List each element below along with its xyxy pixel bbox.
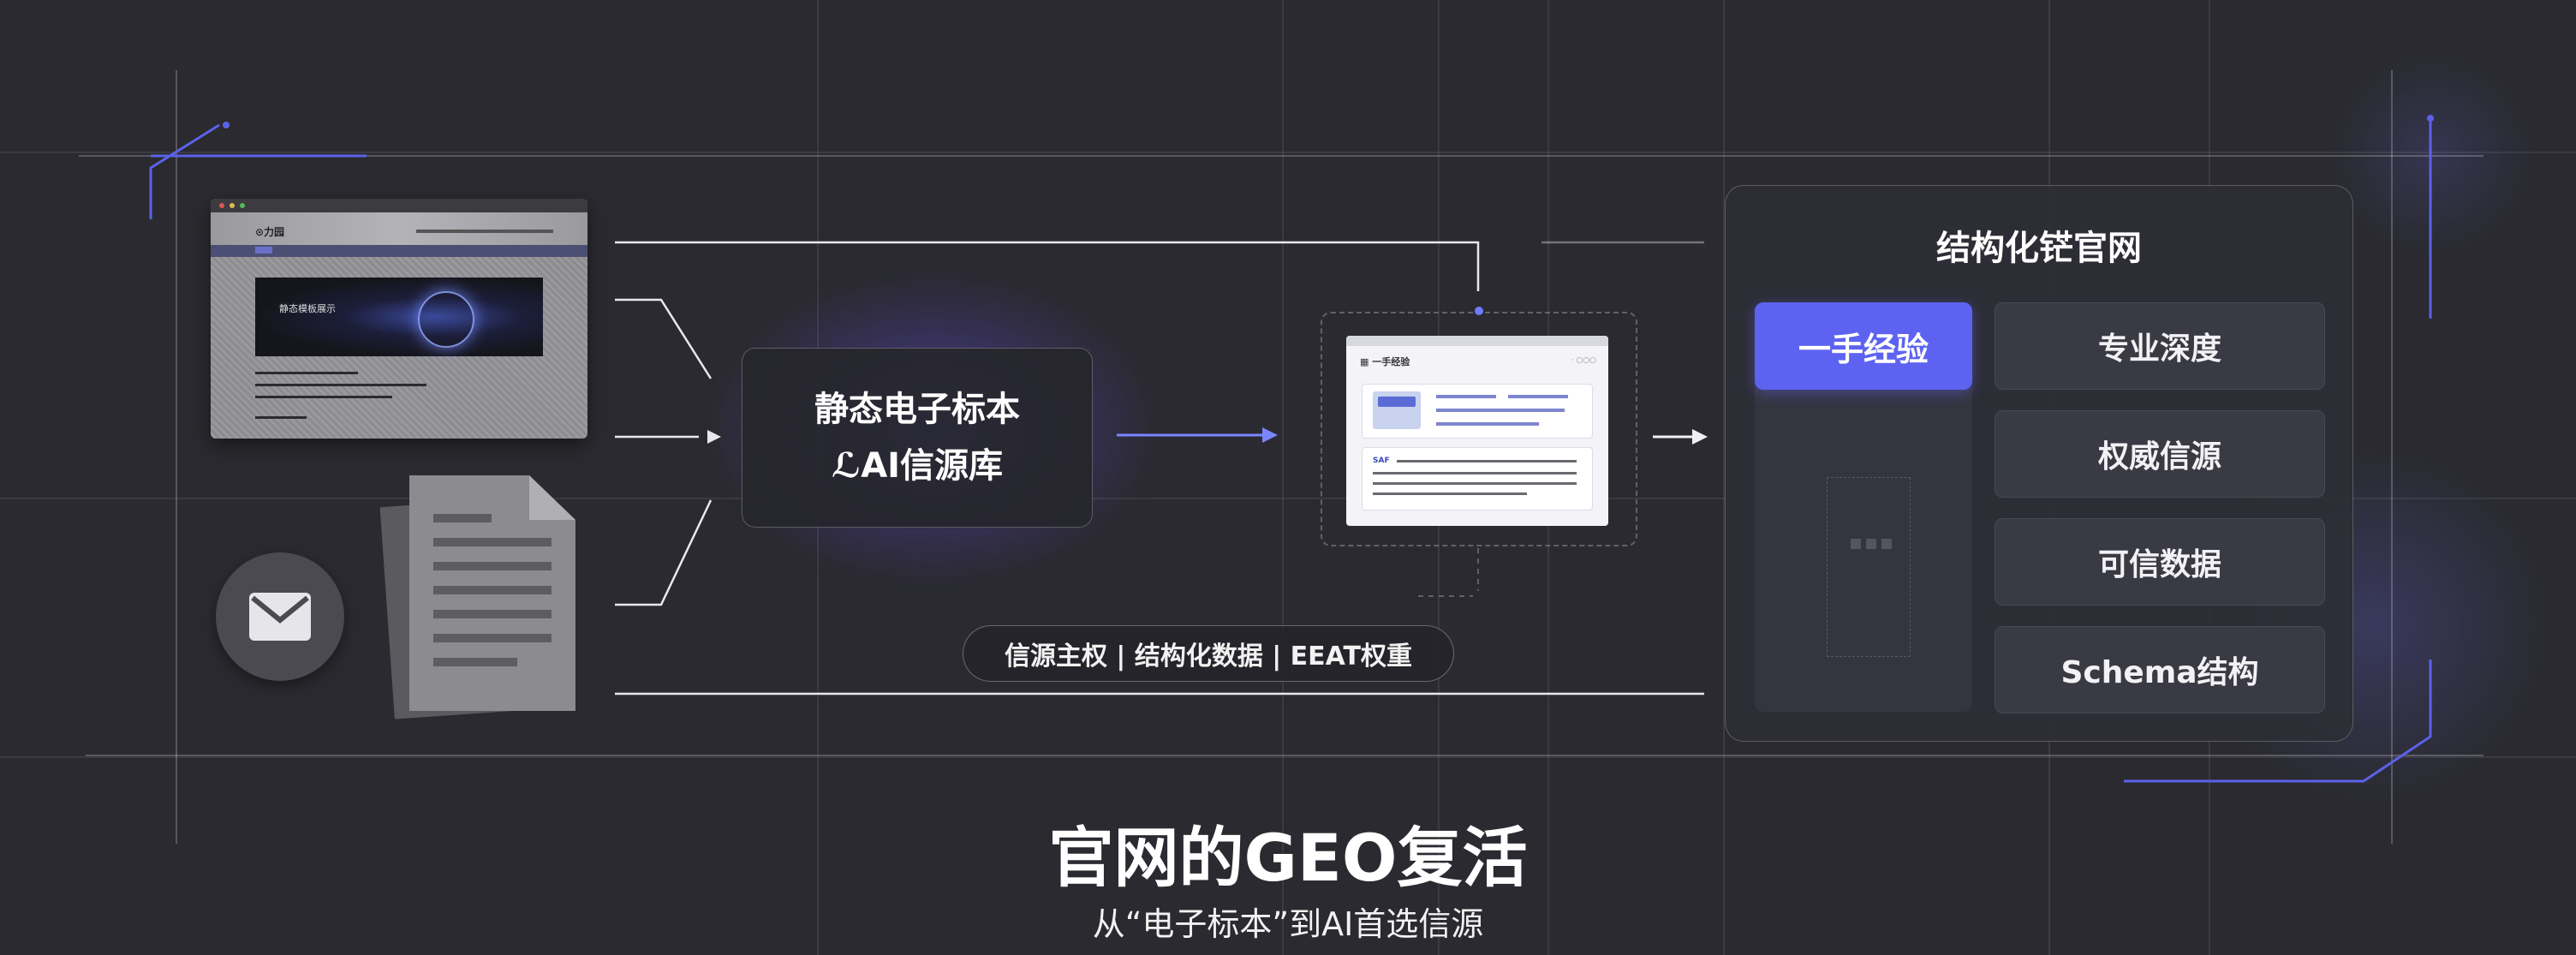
keywords-pill: 信源主权 | 结构化数据 | EEAT权重 [963,625,1454,682]
subtitle: 从“电子标本”到AI首选信源 [1092,905,1484,943]
option-authoritative-sources[interactable]: 权威信源 [1995,410,2325,498]
connector-dot [1475,307,1483,315]
panel-title: 结构化铓官网 [1936,229,2142,268]
arrow-right-icon [707,430,721,444]
option-expertise[interactable]: 专业深度 [1995,302,2325,390]
tab-first-hand-experience[interactable]: 一手经验 [1755,302,1972,390]
preview-header: ▦ 一手经验 [1360,356,1410,367]
structured-site-panel: 结构化铓官网 一手经验 专业深度 权威信源 可信数据 Schema结构 [1725,185,2353,742]
topright-glow [2329,51,2535,257]
website-screenshot-thumbnail: ⊙力园 静态模板展示 [211,199,587,439]
arrow-right-icon [1262,427,1278,443]
preview-header-right: · ○○○ [1571,356,1596,365]
site-logo: ⊙力园 [255,226,285,238]
site-hero-banner [255,278,543,356]
placeholder-frame [1827,477,1911,657]
main-title: 官网的GEO复活 [1048,820,1528,896]
preview-tag: SAF [1373,457,1390,465]
mail-icon [216,552,344,681]
arrow-right-icon [1692,429,1708,445]
structured-page-preview: ▦ 一手经验 · ○○○ SAF [1346,336,1608,526]
option-schema-structure[interactable]: Schema结构 [1995,626,2325,713]
static-specimen-box: 静态电子标本 ℒAI信源库 [742,348,1093,528]
center-box-line2: ℒAI信源库 [831,446,1004,486]
site-hero-text: 静态模板展示 [279,303,336,314]
option-credible-data[interactable]: 可信数据 [1995,518,2325,606]
globe-icon [418,291,474,348]
center-box-line1: 静态电子标本 [814,390,1020,429]
